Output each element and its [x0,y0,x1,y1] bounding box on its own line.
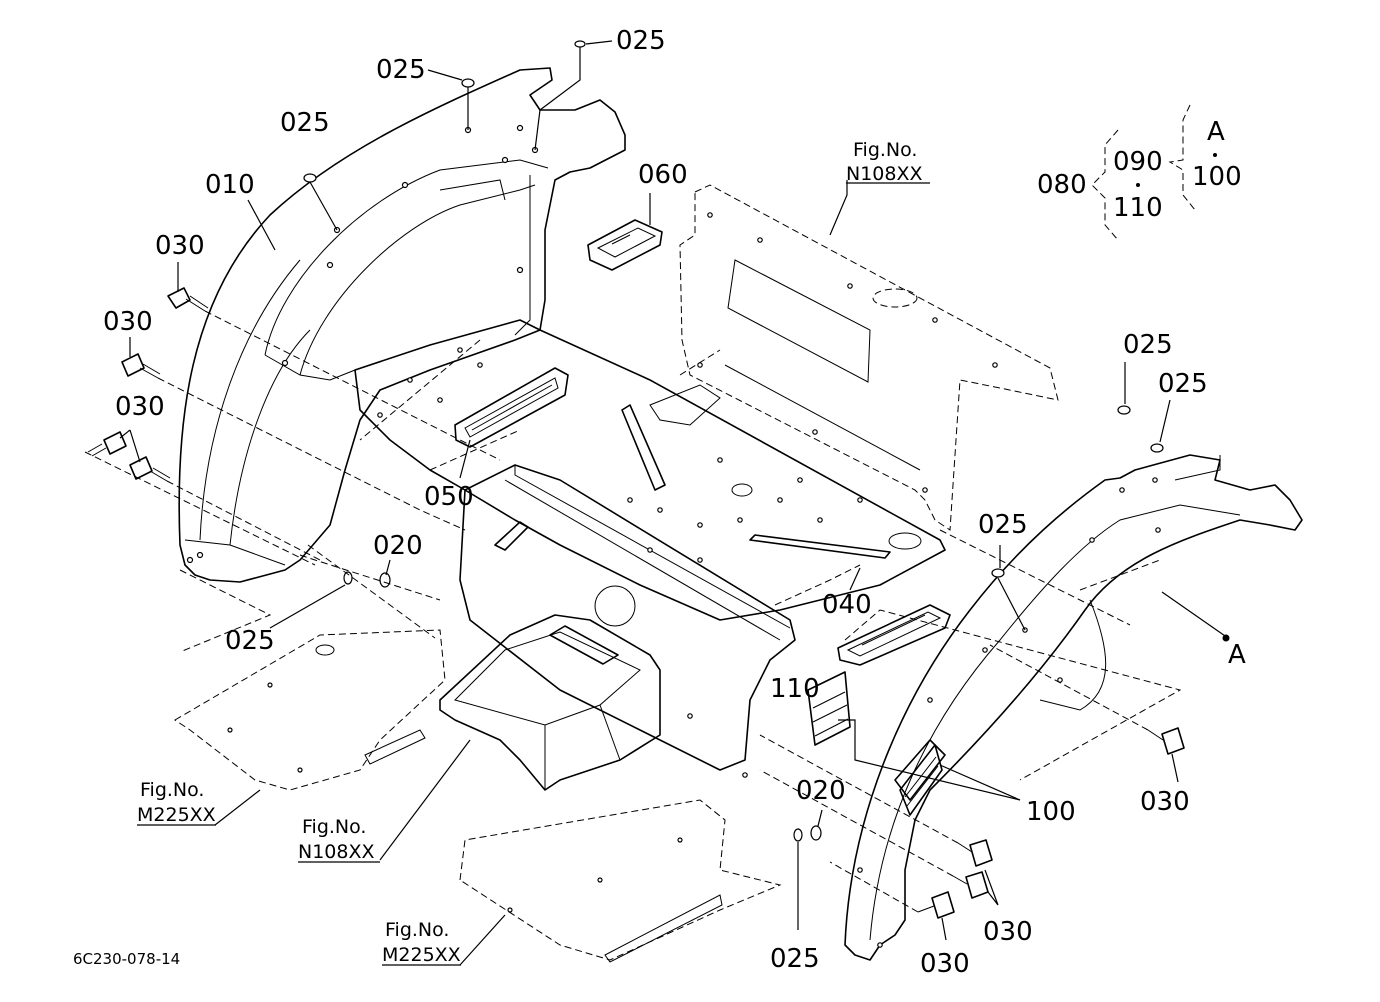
callout-025: 025 [616,26,666,56]
floor-deck [354,319,946,778]
figure-reference-number: M225XX [382,944,461,966]
callout-050: 050 [424,482,474,512]
bottom-floor-plate [459,799,782,963]
callout-100: 100 [1026,797,1076,827]
document-id: 6C230-078-14 [73,950,180,968]
figure-reference-label: Fig.No. [302,816,366,838]
leader-lines [119,40,1230,966]
washers-025 [303,40,1164,842]
left-fender [178,67,626,583]
callout-030: 030 [920,949,970,979]
callout-020: 020 [373,531,423,561]
callout-040: 040 [822,590,872,620]
figure-reference-m225xx-left: Fig.No. M225XX [137,779,216,826]
figure-reference-m225xx-bottom: Fig.No. M225XX [382,919,461,966]
legend-a: A [1207,117,1225,147]
step-050 [454,367,569,448]
callout-025: 025 [770,944,820,974]
callout-010: 010 [205,170,255,200]
center-console [439,614,661,791]
legend-100: 100 [1192,162,1242,192]
callout-030: 030 [115,392,165,422]
mat-060 [587,219,663,271]
callout-030: 030 [983,917,1033,947]
reference-marker-a: A [1228,640,1246,670]
legend-090: 090 [1113,147,1163,177]
step-040 [837,604,951,666]
left-floor-plate [174,629,446,791]
callout-030: 030 [1140,787,1190,817]
figure-reference-label: Fig.No. [853,139,917,161]
callout-025: 025 [1158,369,1208,399]
callout-030: 030 [155,231,205,261]
callout-025: 025 [376,55,426,85]
decal-100 [899,744,943,816]
callout-025: 025 [280,108,330,138]
figure-reference-label: Fig.No. [140,779,204,801]
figure-reference-number: M225XX [137,804,216,826]
legend-080: 080 [1037,170,1087,200]
rear-panel [679,184,1059,531]
callout-030: 030 [103,307,153,337]
callout-025: 025 [1123,330,1173,360]
figure-reference-number: N108XX [846,163,923,185]
figure-reference-n108xx-top: Fig.No. N108XX [846,139,930,185]
right-fender [844,454,1303,961]
decal-110 [807,671,851,746]
callout-025: 025 [225,626,275,656]
callout-020: 020 [796,776,846,806]
figure-reference-number: N108XX [298,841,375,863]
callout-110: 110 [770,674,820,704]
callout-labels: 025 025 025 010 030 030 030 060 050 020 … [103,26,1246,979]
figure-reference-n108xx-bottom: Fig.No. N108XX [298,816,380,863]
bolts-030 [87,287,1185,919]
legend-110: 110 [1113,193,1163,223]
callout-025: 025 [978,510,1028,540]
part-legend: 080 090 110 A 100 [1037,104,1242,241]
figure-reference-label: Fig.No. [385,919,449,941]
callout-060: 060 [638,160,688,190]
assembly-lines [84,310,1182,913]
